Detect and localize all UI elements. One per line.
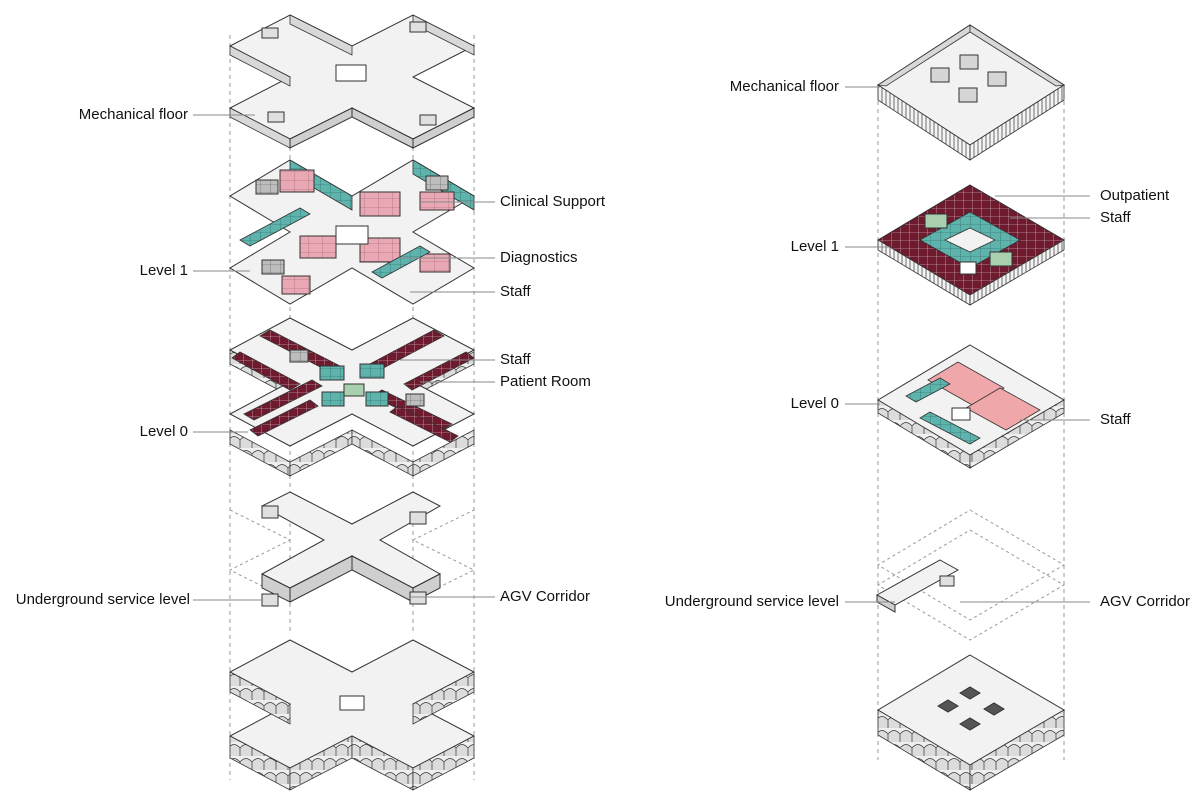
- left-label-clinical-support: Clinical Support: [500, 193, 606, 210]
- right-label-level-0: Level 0: [790, 395, 839, 412]
- right-label-staff-level-0: Staff: [1100, 411, 1131, 428]
- left-foundation-layer: [228, 639, 476, 791]
- left-label-agv-corridor: AGV Corridor: [500, 588, 591, 605]
- right-leader-lines: [845, 86, 1090, 603]
- right-label-agv-corridor: AGV Corridor: [1100, 593, 1191, 610]
- left-label-level-1: Level 1: [139, 262, 188, 279]
- right-label-underground-service-level: Underground service level: [664, 593, 839, 610]
- left-label-patient-room: Patient Room: [500, 373, 591, 390]
- left-label-mechanical-floor: Mechanical floor: [78, 106, 188, 123]
- right-label-level-1: Level 1: [790, 238, 839, 255]
- right-level-0-layer: [877, 344, 1065, 469]
- right-label-staff-level-1: Staff: [1100, 209, 1131, 226]
- left-leader-lines: [193, 114, 495, 601]
- right-level-1-layer: [877, 184, 1065, 306]
- right-label-outpatient: Outpatient: [1100, 187, 1170, 204]
- right-label-mechanical-floor: Mechanical floor: [729, 78, 839, 95]
- left-level-0-layer: [228, 317, 476, 477]
- left-mechanical-floor-layer: [228, 14, 476, 149]
- left-label-diagnostics: Diagnostics: [500, 249, 578, 266]
- right-foundation-layer: [877, 654, 1065, 791]
- right-diagram: [845, 24, 1090, 791]
- left-label-staff-level-1: Staff: [500, 283, 531, 300]
- left-label-underground-service-level: Underground service level: [15, 591, 190, 608]
- right-mechanical-floor-layer: [876, 24, 1066, 161]
- left-level-1-layer: [229, 159, 475, 305]
- left-label-staff-level-0: Staff: [500, 351, 531, 368]
- right-underground-layer: [875, 509, 1065, 641]
- left-underground-layer: [228, 491, 476, 607]
- left-diagram: [193, 14, 495, 791]
- left-label-level-0: Level 0: [139, 423, 188, 440]
